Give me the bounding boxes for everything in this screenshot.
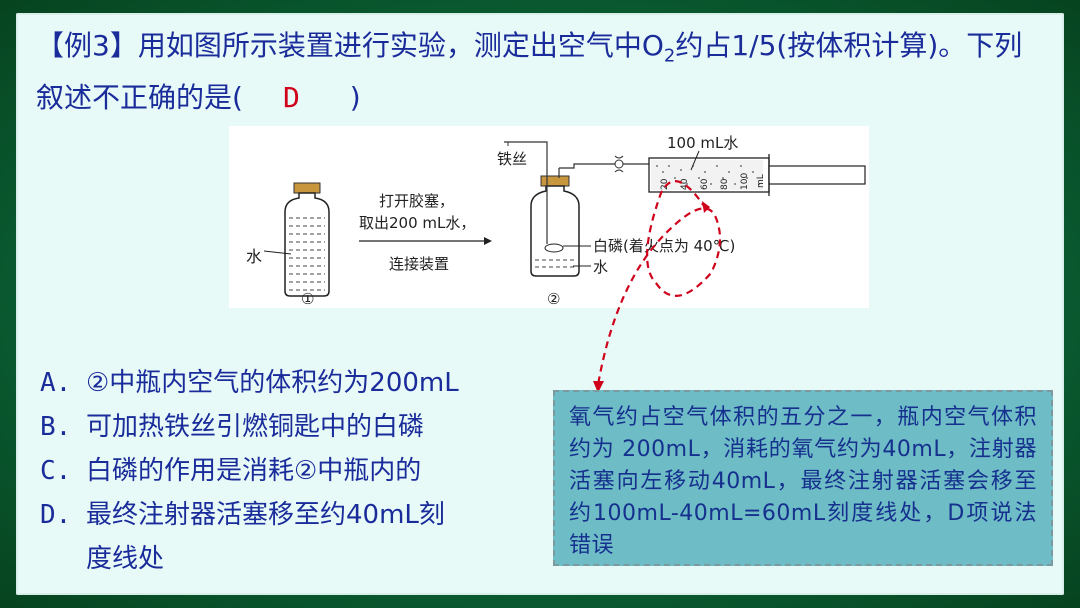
wire-label: 铁丝	[497, 150, 527, 168]
apparatus-figure: 水 ① 打开胶塞， 取出200 mL水， 连接装置 铁丝	[229, 126, 869, 308]
question-body: 用如图所示装置进行实验，测定出空气中O	[137, 29, 664, 62]
option-d-text: 最终注射器活塞移至约40mL刻	[86, 500, 445, 530]
water-label-2: 水	[593, 258, 608, 276]
option-a-letter: A.	[40, 368, 72, 398]
option-d-letter: D.	[40, 500, 72, 530]
option-b-text: 可加热铁丝引燃铜匙中的白磷	[86, 412, 425, 442]
arrow-text-1: 打开胶塞，	[379, 192, 454, 210]
answer-value: D	[282, 80, 300, 114]
syringe-tick-unit: mL	[756, 174, 766, 188]
option-c: C. 白磷的作用是消耗②中瓶内的	[40, 449, 459, 493]
question-subscript: 2	[663, 45, 676, 67]
syringe-tick-60: 60	[700, 178, 710, 190]
option-c-text: 白磷的作用是消耗②中瓶内的	[86, 456, 422, 486]
syringe-tick-80: 80	[720, 178, 730, 190]
option-b: B. 可加热铁丝引燃铜匙中的白磷	[40, 405, 459, 449]
syringe-label: 100 mL水	[667, 134, 738, 152]
water-label-1: 水	[246, 247, 262, 266]
phosphorus-label: 白磷(着火点为 40℃)	[593, 237, 735, 255]
slide: 【例3】用如图所示装置进行实验，测定出空气中O2约占1/5(按体积计算)。下列叙…	[16, 13, 1064, 595]
option-c-letter: C.	[40, 456, 72, 486]
apparatus-diagram: 水 ① 打开胶塞， 取出200 mL水， 连接装置 铁丝	[246, 134, 866, 308]
arrow-text-3: 连接装置	[389, 255, 449, 273]
syringe: 20 40 60 80 100 mL 100 mL水	[614, 134, 866, 196]
option-b-letter: B.	[40, 412, 72, 442]
question-close: )	[349, 80, 361, 114]
explanation-box: 氧气约占空气体积的五分之一，瓶内空气体积约为 200mL，消耗的氧气约为40mL…	[553, 390, 1053, 566]
question-text: 【例3】用如图所示装置进行实验，测定出空气中O2约占1/5(按体积计算)。下列叙…	[36, 25, 1046, 118]
syringe-tick-40: 40	[680, 178, 690, 190]
arrow-text-2: 取出200 mL水，	[359, 214, 475, 232]
step-1-label: ①	[301, 290, 314, 308]
option-a: A. ②中瓶内空气的体积约为200mL	[40, 361, 459, 405]
process-arrow: 打开胶塞， 取出200 mL水， 连接装置	[359, 192, 492, 273]
option-d: D. 最终注射器活塞移至约40mL刻	[40, 493, 459, 537]
question-prefix: 【例3】	[36, 29, 138, 62]
option-d-text-2: 度线处	[86, 544, 165, 574]
bottle-1: 水 ①	[246, 182, 330, 308]
syringe-tick-20: 20	[660, 178, 670, 190]
options-list: A. ②中瓶内空气的体积约为200mL B. 可加热铁丝引燃铜匙中的白磷 C. 白磷的…	[40, 361, 459, 581]
question-body-2: 约占1/5(按体积计算)。下列叙述不正确的是(	[36, 29, 1023, 114]
option-d-continued: 度线处	[40, 537, 459, 581]
syringe-tick-100: 100	[740, 173, 750, 190]
option-a-text: ②中瓶内空气的体积约为200mL	[86, 368, 459, 398]
step-2-label: ②	[547, 290, 560, 308]
